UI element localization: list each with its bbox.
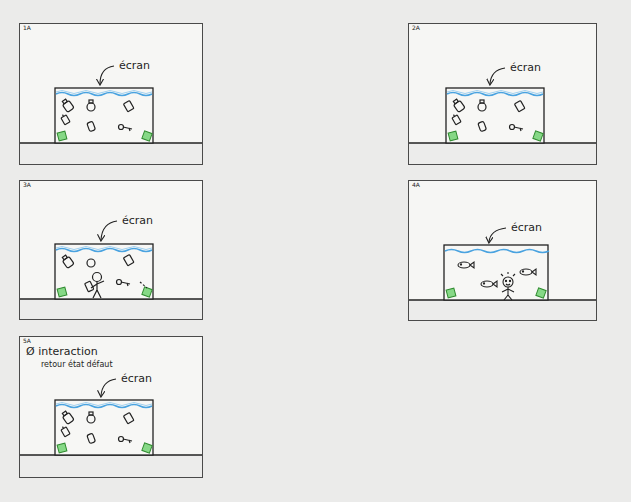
- frame-number: 2A: [412, 25, 420, 32]
- screen-callout: écran: [510, 62, 541, 74]
- screen-callout: écran: [511, 222, 542, 234]
- screen-callout: écran: [119, 60, 150, 72]
- storyboard-frame: 4A écran: [408, 180, 597, 321]
- storyboard-frame: 5AØ interaction retour état défaut écran: [19, 336, 203, 478]
- note-text: Ø interaction: [26, 346, 98, 358]
- storyboard-frame: 2A écran: [408, 23, 597, 165]
- storyboard-frame: 3A écran: [19, 180, 203, 320]
- screen-callout: écran: [121, 373, 152, 385]
- note-text: retour état défaut: [41, 361, 113, 370]
- frame-number: 5A: [23, 338, 31, 345]
- storyboard-frame: 1A écran: [19, 23, 203, 165]
- frame-number: 3A: [23, 182, 31, 189]
- screen-callout: écran: [122, 215, 153, 227]
- frame-number: 4A: [412, 182, 420, 189]
- frame-number: 1A: [23, 25, 31, 32]
